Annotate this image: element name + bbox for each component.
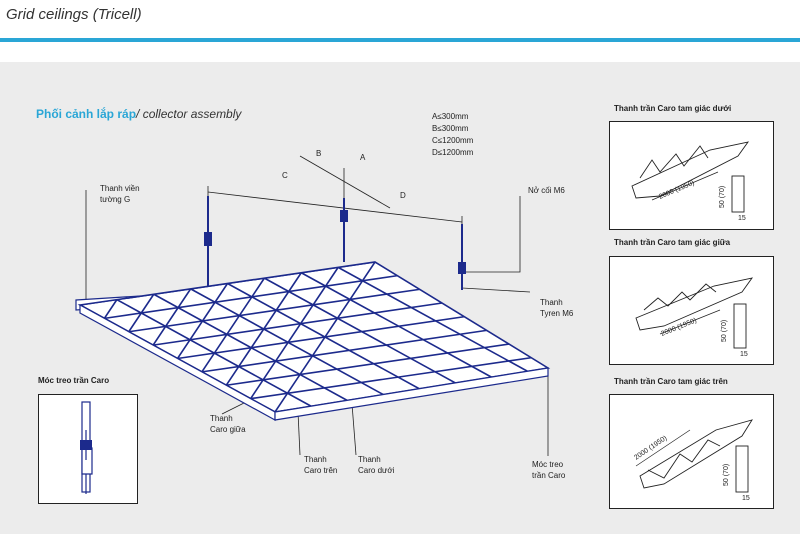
label-thanh-tyren-2: Tyren M6: [540, 309, 574, 318]
dimension-lines: [207, 155, 463, 228]
profile-lower-title: Thanh trần Caro tam giác dưới: [614, 104, 732, 113]
profile-lower-drawing: [631, 141, 750, 213]
label-caro-duoi-2: Caro dưới: [358, 466, 395, 475]
profile-upper-title: Thanh trần Caro tam giác trên: [614, 377, 728, 386]
profile-middle-drawing: [635, 277, 754, 349]
dim-a-letter: A: [360, 153, 366, 162]
dim-c-letter: C: [282, 171, 288, 180]
dim-d-spec: D≤1200mm: [432, 148, 474, 157]
hook-box-title: Móc treo trần Caro: [38, 376, 110, 385]
label-caro-giua: Thanh: [210, 414, 233, 423]
label-caro-giua-2: Caro giữa: [210, 425, 246, 434]
profile-upper-height: 50 (70): [723, 464, 730, 486]
dim-c-spec: C≤1200mm: [432, 136, 474, 145]
section-title-vi: Phối cảnh lắp ráp: [36, 107, 137, 121]
dim-d-letter: D: [400, 191, 406, 200]
label-caro-tren: Thanh: [304, 455, 327, 464]
hanger-hooks: [204, 210, 466, 274]
label-caro-duoi: Thanh: [358, 455, 381, 464]
leader-lines: [85, 190, 549, 456]
profile-lower-height: 50 (70): [719, 186, 726, 208]
dim-b-spec: B≤300mm: [432, 124, 469, 133]
section-title: Phối cảnh lắp ráp/ collector assembly: [36, 107, 241, 121]
profile-middle-title: Thanh trần Caro tam giác giữa: [614, 238, 731, 247]
header-rule: [0, 38, 800, 42]
section-title-en: / collector assembly: [136, 107, 242, 121]
dim-a-spec: A≤300mm: [432, 112, 469, 121]
profile-lower-width: 15: [738, 215, 746, 222]
label-thanh-vien: Thanh viền: [100, 184, 140, 193]
label-caro-tren-2: Caro trên: [304, 466, 338, 475]
profile-middle-height: 50 (70): [721, 320, 728, 342]
profile-upper-drawing: [635, 419, 753, 493]
label-thanh-tyren: Thanh: [540, 298, 563, 307]
profile-middle-width: 15: [740, 351, 748, 358]
label-no-coi: Nở cối M6: [528, 186, 565, 195]
dim-b-letter: B: [316, 149, 321, 158]
page-title: Grid ceilings (Tricell): [6, 6, 142, 23]
hook-detail: [80, 401, 93, 494]
profile-upper-width: 15: [742, 495, 750, 502]
label-thanh-vien-2: tường G: [100, 195, 131, 204]
right-edge-profile: [274, 367, 549, 421]
label-moc-treo-2: trần Caro: [532, 471, 566, 480]
label-moc-treo: Móc treo: [532, 460, 564, 469]
